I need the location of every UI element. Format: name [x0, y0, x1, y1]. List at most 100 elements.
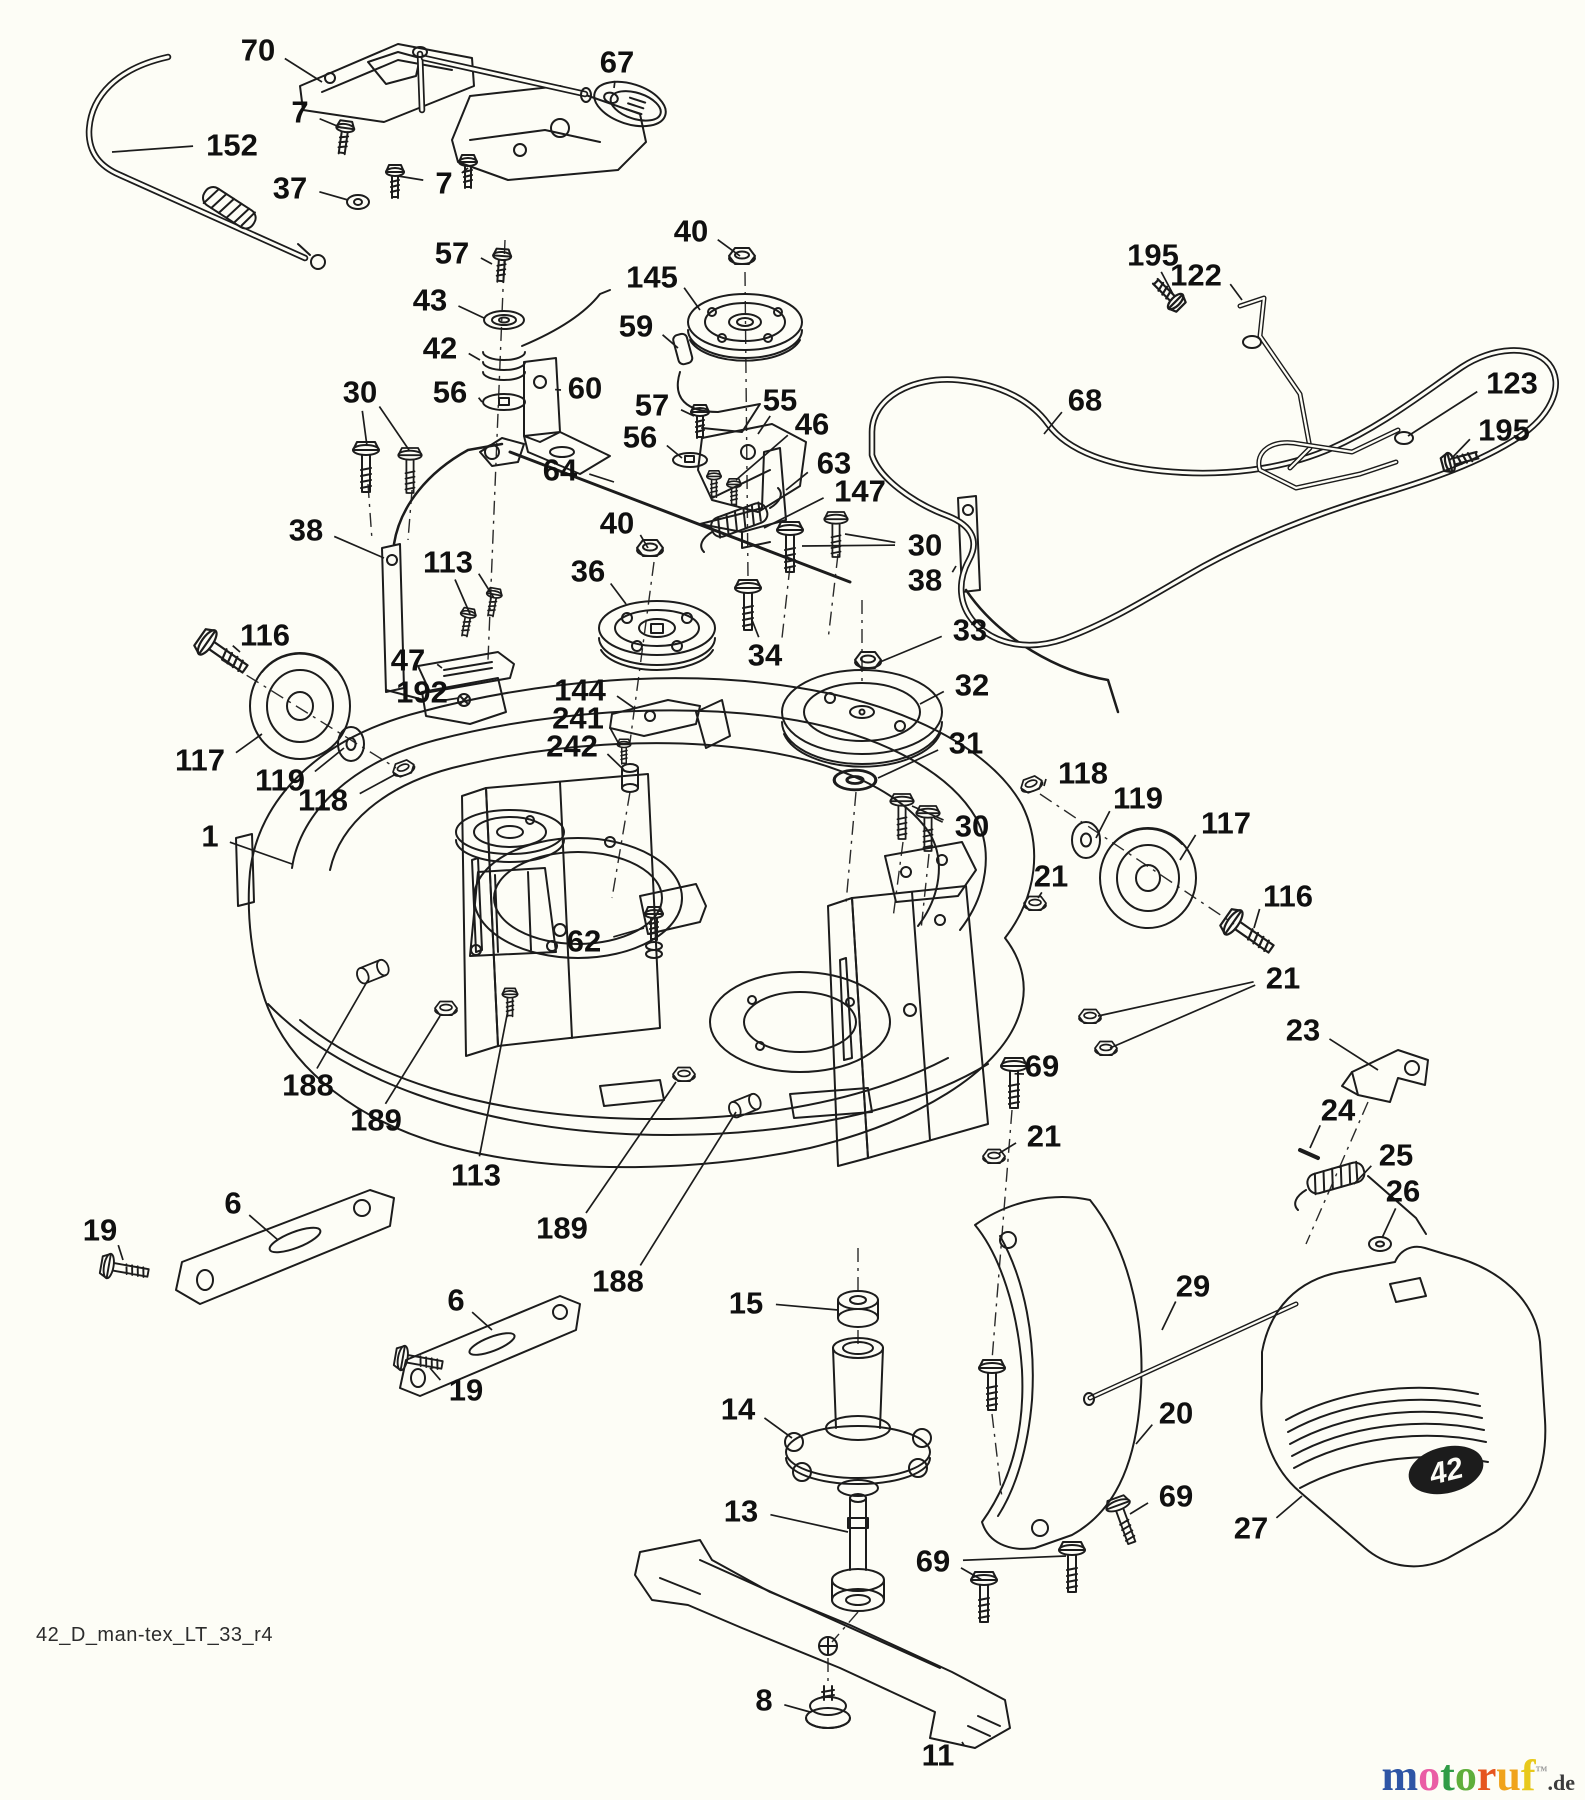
leader-line: [235, 733, 263, 754]
logo-letter: r: [1476, 1751, 1497, 1800]
part-number-label: 188: [282, 1068, 334, 1103]
logo-letter: t: [1440, 1751, 1455, 1800]
part-callout-69: 69: [1014, 1049, 1059, 1084]
part-number-label: 69: [916, 1544, 950, 1579]
part-callout-33: 33: [879, 613, 987, 663]
part-callout-6: 6: [447, 1283, 493, 1331]
part-number-label: 38: [289, 513, 323, 548]
part-callout-30: 30: [343, 375, 410, 451]
part-callout-19: 19: [429, 1367, 483, 1408]
part-number-label: 8: [755, 1683, 772, 1718]
part-number-label: 1: [201, 819, 218, 854]
part-number-label: 70: [241, 33, 275, 68]
suspension-link-left: [352, 441, 504, 701]
leader-line: [359, 773, 397, 795]
part-number-label: 60: [568, 371, 602, 406]
part-callout-32: 32: [919, 668, 989, 705]
part-number-label: 147: [834, 474, 886, 509]
deck-shell-1: [235, 677, 1118, 1169]
part-callout-145: 145: [626, 260, 701, 311]
part-callout-117: 117: [175, 733, 263, 778]
leader-line: [458, 305, 485, 319]
part-number-label: 152: [206, 128, 258, 163]
leader-line: [609, 582, 627, 605]
part-callout-29: 29: [1161, 1269, 1210, 1331]
part-number-label: 27: [1234, 1511, 1268, 1546]
part-callout-46: 46: [735, 407, 829, 481]
part-number-label: 40: [674, 214, 708, 249]
leader-line: [378, 406, 410, 451]
leader-line: [877, 749, 939, 779]
leader-line: [361, 410, 368, 447]
leader-line: [454, 579, 471, 615]
part-callout-7: 7: [291, 95, 343, 130]
part-callout-123: 123: [1407, 366, 1538, 437]
leader-line: [319, 191, 349, 201]
part-callout-37: 37: [273, 171, 349, 206]
part-callout-189: 189: [536, 1081, 677, 1246]
mulch-baffle-20: [974, 1196, 1143, 1550]
leader-line: [757, 415, 771, 435]
part-callout-21: 21: [1034, 859, 1068, 899]
part-callout-113: 113: [423, 545, 495, 615]
leader-line: [1253, 908, 1261, 929]
leader-line: [480, 257, 493, 265]
leader-line: [613, 927, 645, 938]
part-callout-64: 64: [543, 453, 615, 488]
leader-line: [951, 565, 957, 573]
part-number-label: 67: [600, 45, 634, 80]
part-number-label: 14: [721, 1392, 756, 1427]
discharge-cover-group: 42: [1083, 1049, 1547, 1568]
leader-line: [1129, 1502, 1149, 1515]
mandrel-pulley-32-group: [781, 669, 943, 852]
leader-line: [801, 544, 896, 547]
part-callout-242: 242: [546, 729, 625, 771]
leader-line: [879, 635, 943, 663]
lift-lever-assembly: [89, 43, 667, 270]
part-number-label: 69: [1159, 1479, 1193, 1514]
leader-line: [1160, 271, 1175, 297]
part-number-label: 55: [763, 383, 797, 418]
leader-line: [1095, 810, 1111, 839]
part-callout-188: 188: [592, 1111, 737, 1299]
leader-line: [666, 444, 683, 459]
part-callout-116: 116: [1253, 879, 1313, 929]
part-number-label: 23: [1286, 1013, 1320, 1048]
leader-line: [1407, 390, 1478, 437]
part-number-label: 31: [949, 726, 983, 761]
part-callout-24: 24: [1309, 1093, 1356, 1149]
leader-line: [384, 1015, 441, 1105]
part-number-label: 24: [1321, 1093, 1356, 1128]
part-callout-118: 118: [1043, 756, 1108, 791]
leader-line: [919, 690, 945, 705]
part-number-label: 38: [908, 563, 942, 598]
leader-line: [429, 1367, 442, 1381]
idler-pulley-145-group: [672, 247, 807, 553]
flat-idler-36-group: [598, 539, 762, 793]
leader-line: [1109, 984, 1256, 1049]
part-callout-144: 144: [554, 673, 635, 709]
suspension-link-right: [776, 495, 1120, 714]
leader-line: [397, 175, 424, 181]
part-number-label: 118: [1058, 756, 1108, 791]
leader-line: [1097, 980, 1254, 1017]
logo-trademark: ™: [1535, 1763, 1548, 1778]
logo-letter: m: [1381, 1751, 1419, 1800]
leader-line: [609, 728, 621, 747]
part-number-label: 30: [343, 375, 377, 410]
leader-line: [763, 1417, 793, 1439]
leader-line: [314, 747, 345, 773]
leader-line: [1353, 1165, 1372, 1185]
front-hanger-brackets: [98, 1189, 581, 1397]
belt-guard-rods: [1147, 273, 1482, 488]
part-number-label: 29: [1176, 1269, 1210, 1304]
part-callout-19: 19: [83, 1213, 124, 1261]
leader-line: [1135, 1424, 1153, 1445]
leader-line: [770, 1513, 849, 1533]
part-callout-38: 38: [908, 563, 957, 598]
motoruf-logo[interactable]: motoruf™.de: [1382, 1754, 1575, 1798]
part-callout-36: 36: [571, 554, 627, 605]
